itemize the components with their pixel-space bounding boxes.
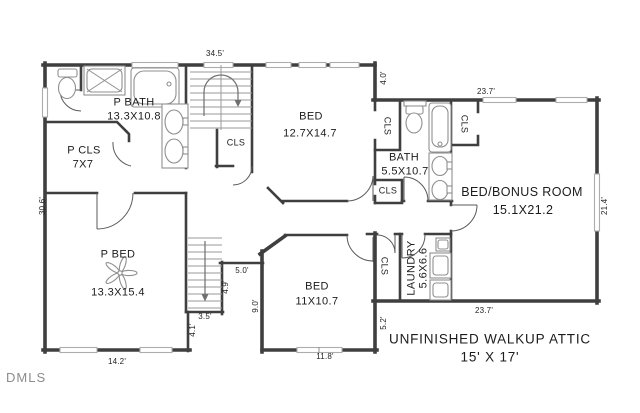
dim-stair-bottom: 3.5': [198, 312, 212, 321]
room-size-bath: 5.5X10.7: [381, 165, 429, 178]
dim-bed-lower-right: 5.2': [379, 316, 388, 330]
dim-bed-step: 4.0': [379, 71, 388, 85]
room-label-p-bath: P BATH: [113, 96, 155, 109]
dim-top-width: 34.5': [205, 49, 225, 58]
room-label-attic: UNFINISHED WALKUP ATTIC: [389, 331, 591, 347]
toilet-bowl-icon: [57, 76, 77, 100]
dim-bonus-top: 23.7': [476, 87, 496, 96]
room-label-bed-upper: BED: [299, 110, 323, 123]
dim-stair-right: 4.9': [221, 280, 230, 294]
watermark: DMLS: [6, 370, 47, 385]
dim-bed-lower-left: 9.0': [251, 299, 260, 313]
dim-bed-lower-bottom: 11.8': [316, 352, 334, 361]
room-label-bath: BATH: [388, 151, 420, 164]
dim-p-bed-bottom: 14.2': [107, 357, 127, 366]
toilet-tank-icon: [57, 68, 78, 78]
stairs-upper: [190, 65, 252, 130]
room-size-p-cls: 7X7: [72, 158, 94, 171]
stairs-up-arrow-icon: [203, 74, 242, 116]
room-label-bed-upper-cls: CLS: [382, 116, 393, 136]
fixtures-laundry: [429, 237, 452, 301]
dim-bonus-bottom: 23.7': [474, 306, 494, 315]
room-size-bonus: 15.1X21.2: [492, 202, 554, 217]
room-size-attic: 15' X 17': [460, 349, 520, 365]
room-label-bonus-cls: CLS: [459, 114, 470, 134]
door-arcs: [59, 89, 478, 262]
stairwell-walls: [184, 260, 265, 353]
shelf-icon: [403, 100, 427, 107]
room-label-p-bed: P BED: [100, 248, 136, 261]
dim-stair-left: 4.1': [188, 323, 197, 337]
stairs-lower: [188, 237, 222, 309]
room-size-p-bed: 13.3X15.4: [91, 286, 145, 299]
room-size-laundry: 5.6X6.6: [417, 247, 430, 289]
dim-bonus-right: 21.4': [600, 196, 609, 216]
windows: [41, 61, 601, 354]
room-label-hall-cls: CLS: [378, 185, 398, 196]
room-size-p-bath: 13.3X10.8: [107, 110, 161, 123]
fixtures-hall-bath: [403, 100, 453, 201]
room-label-stair-cls: CLS: [226, 137, 246, 148]
room-label-bed-lower: BED: [305, 280, 329, 293]
room-label-laundry: LAUNDRY: [405, 240, 418, 296]
room-size-bed-lower: 11X10.7: [295, 295, 339, 308]
stairs-down-arrow-icon: [201, 241, 209, 302]
room-label-bonus: BED/BONUS ROOM: [461, 184, 583, 199]
room-size-bed-upper: 12.7X14.7: [283, 127, 337, 140]
ceiling-fan-icon: [105, 256, 138, 290]
fixtures-p-bath: [57, 65, 189, 169]
dim-stair-top: 5.0': [235, 266, 249, 275]
room-label-p-cls: P CLS: [67, 144, 101, 157]
room-label-bed-lower-cls: CLS: [379, 256, 390, 276]
dim-left-height: 30.6': [38, 196, 47, 216]
toilet-bowl-icon: [405, 112, 423, 134]
